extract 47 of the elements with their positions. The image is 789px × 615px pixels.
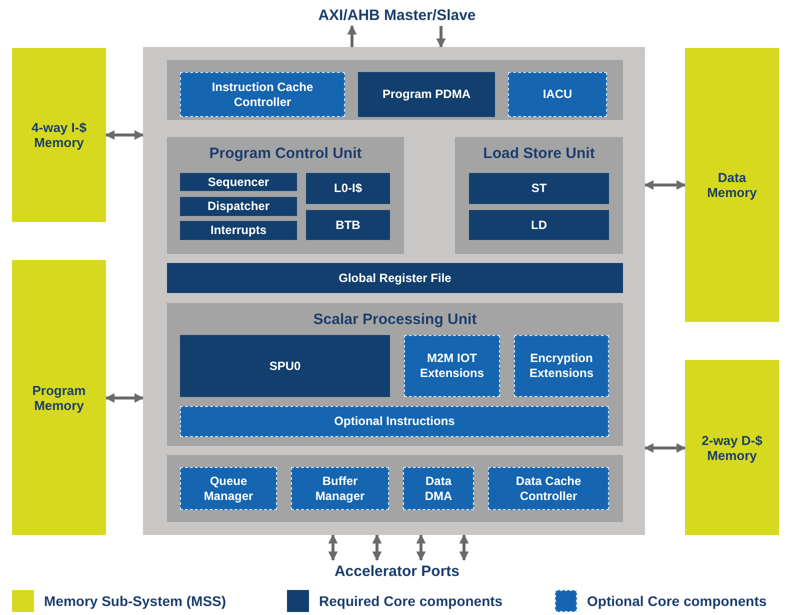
memory-block: 2-way D-$ Memory (685, 360, 779, 535)
required-component-box: Program PDMA (358, 72, 495, 117)
required-component-box: Interrupts (180, 221, 297, 240)
optional-component-box: Optional Instructions (180, 406, 609, 437)
required-component-box: L0-I$ (306, 173, 390, 204)
required-component-box: Dispatcher (180, 197, 297, 216)
unit-panel (167, 137, 404, 254)
arrow (328, 534, 338, 561)
arrow (416, 534, 426, 561)
component-panel (167, 455, 623, 522)
unit-panel (455, 137, 623, 254)
optional-component-box: IACU (508, 72, 607, 117)
optional-component-box: Instruction Cache Controller (180, 72, 345, 117)
memory-block: 4-way I-$ Memory (12, 48, 106, 222)
legend-label: Required Core components (319, 593, 503, 609)
arrow (459, 534, 469, 561)
optional-component-box: M2M IOT Extensions (404, 335, 500, 397)
port-label: Accelerator Ports (297, 560, 497, 582)
required-component-box: Sequencer (180, 173, 297, 191)
required-component-box: LD (469, 210, 609, 240)
arrow (436, 26, 446, 48)
port-label: AXI/AHB Master/Slave (297, 4, 497, 26)
legend-label: Optional Core components (587, 593, 767, 609)
panel-title: Scalar Processing Unit (313, 311, 477, 328)
arrow (644, 180, 686, 190)
panel-title: Program Control Unit (209, 145, 362, 162)
required-component-box: SPU0 (180, 335, 390, 397)
required-component-box: ST (469, 173, 609, 204)
optional-component-box: Buffer Manager (291, 467, 389, 510)
arrow (644, 443, 686, 453)
optional-component-box: Queue Manager (180, 467, 277, 510)
legend-label: Memory Sub-System (MSS) (44, 593, 226, 609)
optional-component-box: Encryption Extensions (514, 335, 609, 397)
optional-component-box: Data DMA (403, 467, 474, 510)
memory-block: Program Memory (12, 260, 106, 535)
arrow (105, 393, 144, 403)
required-component-box: Global Register File (167, 263, 623, 293)
panel-title: Load Store Unit (483, 145, 595, 162)
arrow (347, 25, 357, 47)
memory-block: Data Memory (685, 48, 779, 322)
core-panel (143, 47, 645, 535)
unit-panel (167, 303, 623, 446)
arrow (105, 130, 144, 140)
component-panel (167, 60, 623, 120)
arrow (372, 534, 382, 561)
required-component-box: BTB (306, 210, 390, 240)
optional-component-box: Data Cache Controller (488, 467, 609, 510)
